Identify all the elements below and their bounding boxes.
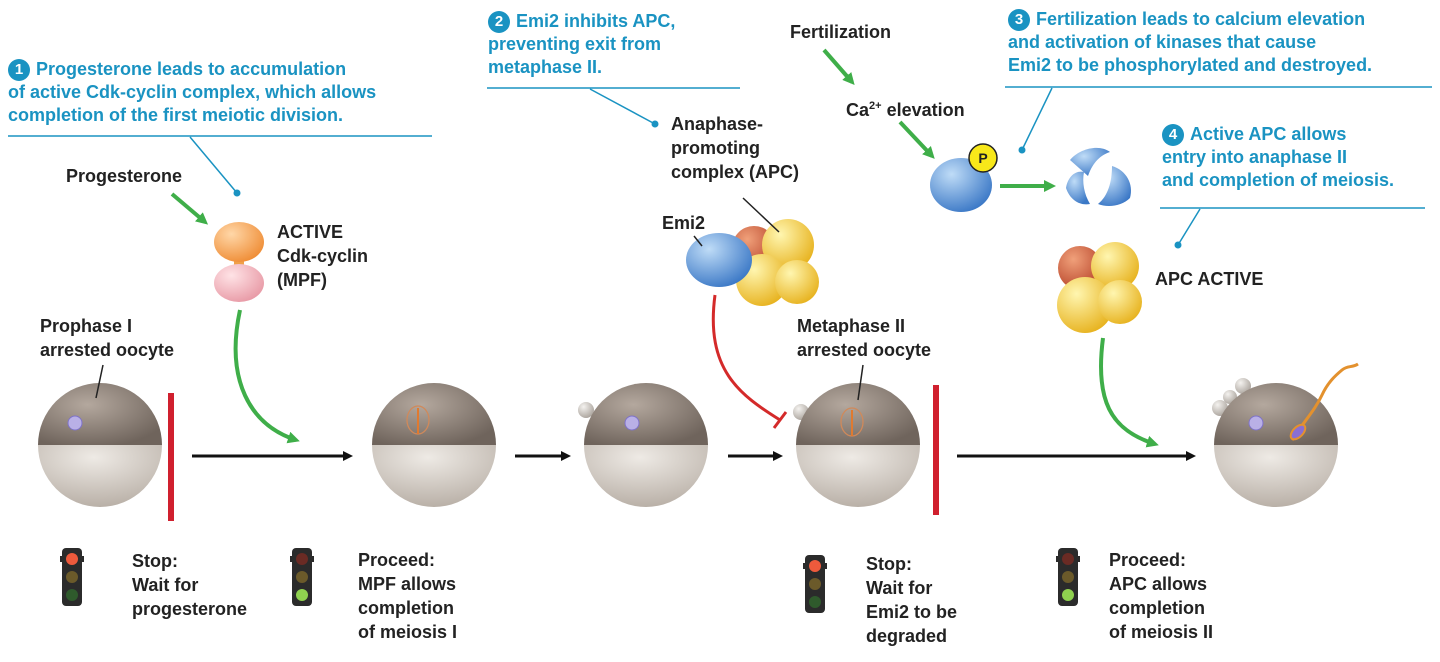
note3-leader-dot <box>1018 146 1026 154</box>
note4-leader <box>1177 208 1201 246</box>
apc-line-2: promoting <box>671 138 760 158</box>
caption-3-title: Stop: <box>866 554 912 574</box>
degraded-emi2-fragments <box>1066 147 1132 206</box>
caption-4-line-1: APC allows <box>1109 574 1208 594</box>
note-3-line-1: Fertilization leads to calcium elevation <box>1036 9 1366 29</box>
note1-leader <box>189 136 238 194</box>
caption-stop-2: Stop: Wait for Emi2 to be degraded <box>866 552 957 648</box>
note4-leader-dot <box>1174 241 1182 249</box>
oocyte-fertilized <box>1212 362 1359 507</box>
note-3-line-2: and activation of kinases that cause <box>1008 32 1317 52</box>
note-2-line-1: Emi2 inhibits APC, <box>516 11 676 31</box>
note-1: 1 Progesterone leads to accumulation of a… <box>8 58 448 127</box>
oocyte-polar-body-1 <box>578 383 708 507</box>
caption-1-line-2: progesterone <box>132 599 248 619</box>
metaphase-line-1: Metaphase II <box>797 316 906 336</box>
caption-2-title: Proceed: <box>358 550 436 570</box>
caption-1-line-1: Wait for <box>132 575 199 595</box>
metaphase-oocyte-label: Metaphase II arrested oocyte <box>797 314 931 362</box>
phosphorylated-emi2 <box>930 143 998 212</box>
active-cdk-label: ACTIVE Cdk-cyclin (MPF) <box>277 220 368 292</box>
apc-pointer <box>742 197 780 233</box>
caption-stop-1: Stop: Wait for progesterone <box>132 549 247 621</box>
apc-active-arrow <box>1098 337 1159 448</box>
caption-3-line-3: degraded <box>866 626 948 646</box>
note-2-line-2: preventing exit from <box>488 34 662 54</box>
traffic-light-proceed-1 <box>290 548 314 606</box>
apc-label: Anaphase- promoting complex (APC) <box>671 112 799 184</box>
note2-leader <box>589 88 656 125</box>
note-4-line-1: Active APC allows <box>1190 124 1347 144</box>
oocyte-prophase <box>38 383 162 507</box>
fertilization-arrow <box>822 48 855 86</box>
oocyte-metaphase-ii <box>793 383 920 507</box>
active-cdk-line-3: (MPF) <box>277 270 327 290</box>
caption-2-line-2: completion <box>358 598 455 618</box>
note-4-number: 4 <box>1162 124 1184 146</box>
mpf-complex <box>214 222 264 302</box>
apc-line-1: Anaphase- <box>671 114 764 134</box>
caption-4-line-3: of meiosis II <box>1109 622 1214 642</box>
prophase-pointer <box>95 364 104 399</box>
apc-active-label: APC ACTIVE <box>1155 269 1264 289</box>
note-4-line-2: entry into anaphase II <box>1162 147 1348 167</box>
active-cdk-line-2: Cdk-cyclin <box>277 246 369 266</box>
inhibition-bar <box>772 411 788 429</box>
apc-line-3: complex (APC) <box>671 162 800 182</box>
note1-leader-dot <box>233 189 241 197</box>
caption-proceed-1: Proceed: MPF allows completion of meiosi… <box>358 548 457 644</box>
metaphase-pointer <box>857 364 864 401</box>
emi2-apc-complex <box>686 219 819 306</box>
caption-1-title: Stop: <box>132 551 178 571</box>
calcium-elevation-label: Ca2+ elevation <box>846 94 965 122</box>
note2-leader-dot <box>651 120 659 128</box>
metaphase-line-2: arrested oocyte <box>797 340 932 360</box>
caption-2-line-1: MPF allows <box>358 574 457 594</box>
note3-leader <box>1021 87 1053 151</box>
caption-proceed-2: Proceed: APC allows completion of meiosi… <box>1109 548 1213 644</box>
stop-bar-2 <box>933 385 939 515</box>
prophase-line-1: Prophase I <box>40 316 133 336</box>
note-1-number: 1 <box>8 59 30 81</box>
prophase-line-2: arrested oocyte <box>40 340 175 360</box>
note-1-line-2: of active Cdk-cyclin complex, which allo… <box>8 82 377 102</box>
note-2: 2 Emi2 inhibits APC, preventing exit from… <box>488 10 748 79</box>
caption-4-title: Proceed: <box>1109 550 1187 570</box>
calcium-suffix: elevation <box>881 100 965 120</box>
note-1-line-1: Progesterone leads to accumulation <box>36 59 347 79</box>
fertilization-label: Fertilization <box>790 22 892 42</box>
traffic-light-stop-2 <box>803 555 827 613</box>
note-2-number: 2 <box>488 11 510 33</box>
calcium-superscript: 2+ <box>869 100 882 112</box>
traffic-light-stop-1 <box>60 548 84 606</box>
caption-3-line-1: Wait for <box>866 578 933 598</box>
phosphate-label: P <box>978 150 988 166</box>
caption-4-line-2: completion <box>1109 598 1206 618</box>
note-2-line-3: metaphase II. <box>488 57 603 77</box>
calcium-prefix: Ca <box>846 100 870 120</box>
calcium-arrow <box>898 120 935 159</box>
note-3: 3 Fertilization leads to calcium elevatio… <box>1008 8 1438 77</box>
traffic-light-proceed-2 <box>1056 548 1080 606</box>
prophase-oocyte-label: Prophase I arrested oocyte <box>40 314 174 362</box>
note-3-number: 3 <box>1008 9 1030 31</box>
oocyte-meiosis-i <box>372 383 496 507</box>
note-1-line-3: completion of the first meiotic division… <box>8 105 344 125</box>
progesterone-label: Progesterone <box>66 166 183 186</box>
note-3-line-3: Emi2 to be phosphorylated and destroyed. <box>1008 55 1373 75</box>
apc-active-complex <box>1057 242 1142 333</box>
emi2-pointer <box>693 235 703 247</box>
active-cdk-line-1: ACTIVE <box>277 222 344 242</box>
stop-bar-1 <box>168 393 174 521</box>
caption-3-line-2: Emi2 to be <box>866 602 958 622</box>
caption-2-line-3: of meiosis I <box>358 622 458 642</box>
note-4-line-3: and completion of meiosis. <box>1162 170 1395 190</box>
note-4: 4 Active APC allows entry into anaphase I… <box>1162 123 1432 192</box>
inhibition-line <box>711 294 781 422</box>
emi2-label: Emi2 <box>662 213 706 233</box>
progesterone-arrow <box>170 192 209 225</box>
mpf-to-oocyte-arrow <box>233 309 300 444</box>
